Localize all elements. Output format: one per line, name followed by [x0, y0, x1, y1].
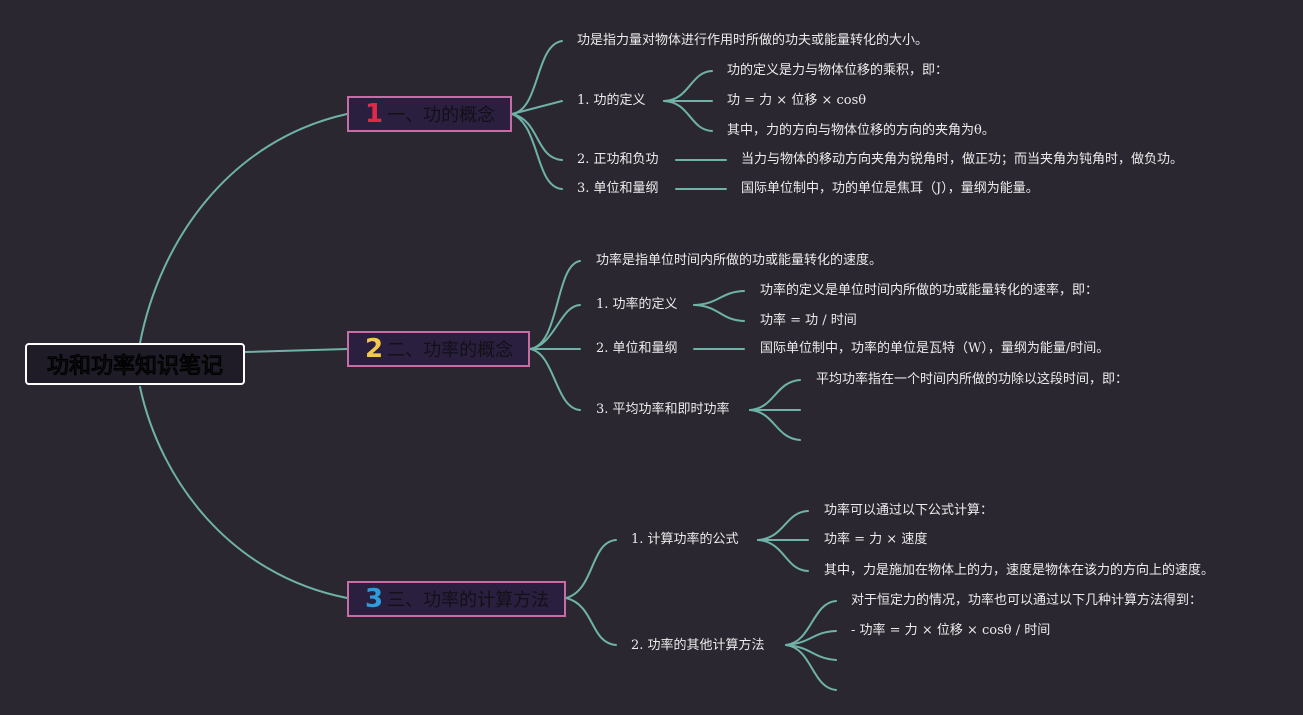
b2-item-3-detail-1[interactable]: 平均功率指在一个时间内所做的功除以这段时间，即：	[816, 372, 1129, 387]
b3-item-2-label[interactable]: 2. 功率的其他计算方法	[631, 638, 765, 653]
b1-item-1-detail-1[interactable]: 功的定义是力与物体位移的乘积，即：	[727, 63, 949, 78]
b2-item-1-detail-1[interactable]: 功率的定义是单位时间内所做的功或能量转化的速率，即：	[760, 283, 1099, 298]
root-title: 功和功率知识笔记	[46, 354, 223, 379]
edge-b2-item3	[529, 348, 581, 411]
b1-item-1-detail-3[interactable]: 其中，力的方向与物体位移的方向的夹角为θ。	[727, 123, 995, 138]
branch-title: 二、功率的概念	[387, 340, 514, 361]
edge-b1i1-d3	[663, 100, 713, 132]
edge-root-b3	[139, 386, 348, 599]
edge-b1-intro	[511, 40, 563, 115]
branch-1-topic[interactable]: 1 一、功的概念	[347, 96, 512, 132]
b1-item-2-label[interactable]: 2. 正功和负功	[577, 152, 659, 167]
edge-b2i3-d3	[749, 409, 801, 441]
edge-b3i1-d1	[757, 510, 809, 541]
edge-b2-intro	[529, 260, 581, 350]
b3-item-2-detail-1[interactable]: 对于恒定力的情况，功率也可以通过以下几种计算方法得到：	[851, 593, 1203, 608]
edge-b3i1-d3	[757, 539, 809, 572]
b3-item-1-detail-2[interactable]: 功率 = 力 × 速度	[824, 532, 928, 547]
branch-2-intro[interactable]: 功率是指单位时间内所做的功或能量转化的速度。	[596, 253, 883, 268]
branch-title: 一、功的概念	[387, 105, 496, 126]
branch-title: 三、功率的计算方法	[387, 590, 550, 611]
edge-b2i3-d1	[749, 379, 801, 411]
edge-b1-item1	[511, 100, 563, 115]
b3-item-1-detail-1[interactable]: 功率可以通过以下公式计算：	[824, 503, 994, 518]
b2-item-1-detail-2[interactable]: 功率 = 功 / 时间	[760, 313, 857, 328]
b2-item-3-label[interactable]: 3. 平均功率和即时功率	[596, 402, 730, 417]
edge-b1-item3	[511, 113, 563, 190]
edge-root-b2	[244, 348, 348, 353]
b3-item-1-detail-3[interactable]: 其中，力是施加在物体上的力，速度是物体在该力的方向上的速度。	[824, 563, 1215, 578]
b1-item-1-detail-2[interactable]: 功 = 力 × 位移 × cosθ	[727, 93, 867, 108]
branch-3-topic[interactable]: 3 三、功率的计算方法	[347, 581, 566, 617]
root-topic[interactable]: 功和功率知识笔记	[25, 343, 245, 385]
edge-b2-item1	[529, 304, 581, 350]
b2-item-1-label[interactable]: 1. 功率的定义	[596, 297, 678, 312]
b1-item-2-detail-1[interactable]: 当力与物体的移动方向夹角为锐角时，做正功；而当夹角为钝角时，做负功。	[741, 152, 1184, 167]
edge-root-b1	[139, 113, 348, 344]
b3-item-2-detail-2[interactable]: - 功率 = 力 × 位移 × cosθ / 时间	[851, 623, 1051, 638]
edge-b2i1-d1	[693, 290, 745, 306]
edge-b2i1-d2	[693, 304, 745, 322]
b2-item-2-label[interactable]: 2. 单位和量纲	[596, 341, 678, 356]
branch-2-topic[interactable]: 2 二、功率的概念	[347, 331, 530, 367]
edge-b3-item1	[565, 539, 617, 599]
edge-b3-item2	[565, 597, 617, 646]
b1-item-1-label[interactable]: 1. 功的定义	[577, 93, 646, 108]
edge-b1-item2	[511, 113, 563, 161]
branch-number-badge: 2	[365, 334, 384, 364]
edge-b1i1-d1	[663, 70, 713, 102]
branch-number-badge: 1	[365, 99, 384, 129]
edge-b3i2-d4	[785, 644, 837, 691]
branch-1-intro[interactable]: 功是指力量对物体进行作用时所做的功夫或能量转化的大小。	[577, 33, 929, 48]
b1-item-3-detail-1[interactable]: 国际单位制中，功的单位是焦耳（J），量纲为能量。	[741, 181, 1039, 196]
b2-item-2-detail-1[interactable]: 国际单位制中，功率的单位是瓦特（W），量纲为能量/时间。	[760, 341, 1110, 356]
b1-item-3-label[interactable]: 3. 单位和量纲	[577, 181, 659, 196]
branch-number-badge: 3	[365, 584, 384, 614]
edge-b3i2-d2	[785, 630, 837, 646]
b3-item-1-label[interactable]: 1. 计算功率的公式	[631, 532, 739, 547]
